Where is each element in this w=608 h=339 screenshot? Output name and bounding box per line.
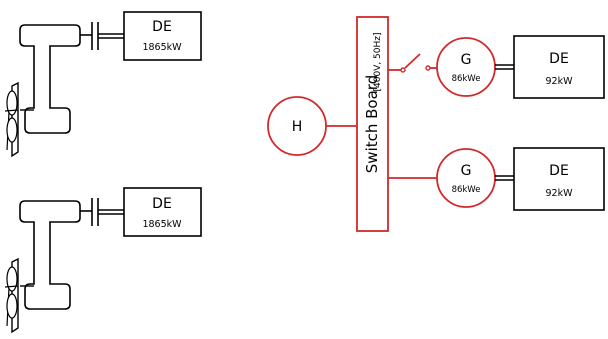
generator-rating: 86kWe (452, 185, 481, 195)
generator-rating: 86kWe (452, 74, 481, 84)
diesel-engine-4: DE 92kW (513, 147, 605, 211)
propeller-icon (4, 81, 19, 158)
engine-label: DE (152, 19, 172, 35)
generator-feeder-1 (388, 53, 437, 73)
generator-label: G (461, 52, 472, 68)
generator-label: G (461, 163, 472, 179)
engine-power: 1865kW (142, 42, 182, 53)
switchboard: Switch Board [400V, 50Hz] (356, 16, 389, 232)
engine-label: DE (549, 163, 569, 179)
hotel-load-label: H (292, 119, 303, 135)
shaft-coupling (80, 198, 124, 226)
gen-shaft-1 (495, 64, 514, 70)
switchboard-label: Switch Board (363, 75, 381, 173)
propeller-icon (4, 257, 19, 334)
engine-power: 92kW (546, 188, 574, 199)
engine-label: DE (152, 196, 172, 212)
engine-label: DE (549, 51, 569, 67)
propulsion-line-1: DE 1865kW (4, 11, 202, 158)
diesel-engine-1: DE 1865kW (123, 11, 202, 61)
shaft-bracket-icon (19, 24, 81, 134)
engine-power: 1865kW (142, 219, 182, 230)
propulsion-line-2: DE 1865kW (4, 187, 202, 334)
diesel-engine-3: DE 92kW (513, 35, 605, 99)
generator-2: G 86kWe (436, 148, 496, 208)
diesel-engine-2: DE 1865kW (123, 187, 202, 237)
shaft-coupling (80, 22, 124, 50)
generator-1: G 86kWe (436, 37, 496, 97)
switchboard-spec: [400V, 50Hz] (373, 32, 383, 91)
circuit-breaker-icon (404, 53, 421, 69)
gen-shaft-2 (495, 175, 514, 181)
engine-power: 92kW (546, 76, 574, 87)
hotel-load: H (267, 96, 327, 156)
shaft-bracket-icon (19, 200, 81, 310)
